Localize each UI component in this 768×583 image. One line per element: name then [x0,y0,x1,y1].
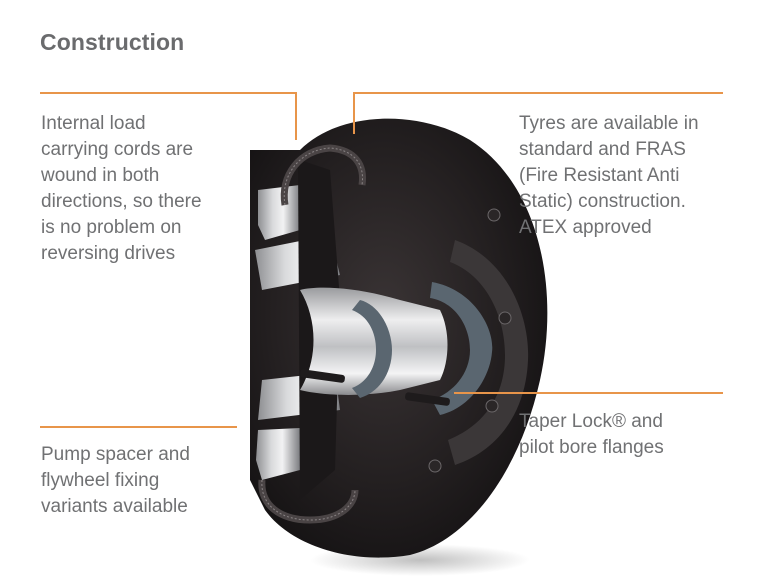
callout-line: ATEX approved [519,217,652,238]
callout-line: is no problem on [41,217,182,238]
leader-line-taper [454,392,723,394]
callout-line: flywheel fixing [41,470,160,491]
callout-line: (Fire Resistant Anti [519,165,680,186]
callout-line: Tyres are available in [519,113,699,134]
callout-line: variants available [41,496,188,517]
leader-line-cords-vertical [295,92,297,140]
callout-line: directions, so there [41,191,202,212]
callout-tyres: Tyres are available in standard and FRAS… [519,111,699,241]
callout-line: Taper Lock® and [519,411,663,432]
callout-line: Static) construction. [519,191,686,212]
callout-line: reversing drives [41,243,176,264]
callout-line: wound in both [41,165,160,186]
callout-line: Pump spacer and [41,444,190,465]
callout-line: Internal load [41,113,146,134]
callout-line: standard and FRAS [519,139,686,160]
leader-line-cords-horizontal [40,92,297,94]
callout-line: pilot bore flanges [519,437,664,458]
callout-line: carrying cords are [41,139,194,160]
page-title: Construction [40,29,185,55]
leader-line-pump [40,426,237,428]
callout-load-carrying-cords: Internal load carrying cords are wound i… [41,111,202,267]
callout-taper-lock: Taper Lock® and pilot bore flanges [519,409,664,461]
leader-line-tyres-horizontal [353,92,723,94]
leader-line-tyres-vertical [353,92,355,134]
callout-pump-spacer: Pump spacer and flywheel fixing variants… [41,442,190,520]
